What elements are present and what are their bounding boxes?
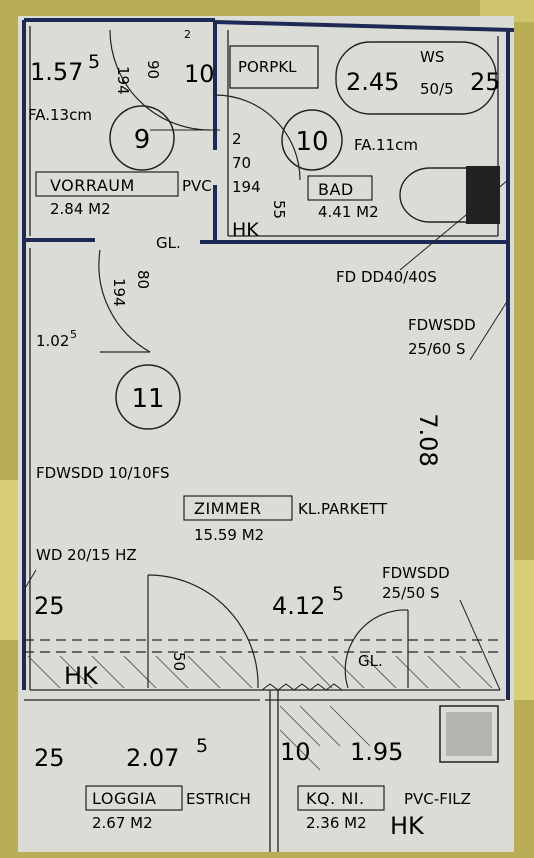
dim-70: 70 bbox=[232, 154, 251, 172]
fdwsdd-left: FDWSDD 10/10FS bbox=[36, 464, 170, 482]
dim-102: 1.02 bbox=[36, 332, 69, 350]
loggia-label-box bbox=[85, 785, 183, 811]
fdwsdd-lower-1: FDWSDD bbox=[382, 564, 450, 582]
loggia-area: 2.67 M2 bbox=[92, 814, 153, 832]
room-circle-10 bbox=[281, 109, 343, 171]
shaft-box bbox=[439, 705, 499, 763]
toilet bbox=[399, 167, 469, 223]
dim-25-loggia: 25 bbox=[34, 744, 65, 772]
fdwsdd-lower-2: 25/50 S bbox=[382, 584, 440, 602]
dim-10-loggia: 10 bbox=[280, 738, 311, 766]
kq-name: KQ. NI. bbox=[306, 789, 365, 808]
ws-label: WS bbox=[420, 48, 444, 66]
dim-195: 1.95 bbox=[350, 738, 403, 766]
vorraum-fa: FA.13cm bbox=[28, 106, 92, 124]
vorraum-area: 2.84 M2 bbox=[50, 200, 111, 218]
dim-90: 90 bbox=[144, 60, 162, 79]
loggia-hatch bbox=[27, 655, 493, 771]
door-arcs bbox=[98, 29, 409, 689]
plan-paper bbox=[18, 16, 514, 852]
zimmer-area: 15.59 M2 bbox=[194, 526, 264, 544]
loggia-name: LOGGIA bbox=[92, 789, 156, 808]
bad-label-box bbox=[307, 175, 373, 201]
toilet-tank bbox=[466, 166, 500, 224]
gl-top: GL. bbox=[156, 234, 181, 252]
room-number-9: 9 bbox=[134, 125, 151, 155]
room-circle-9 bbox=[109, 105, 175, 171]
dim-2-top: 2 bbox=[184, 28, 191, 41]
dim-25-left: 25 bbox=[34, 592, 65, 620]
margin-highlight-left bbox=[0, 480, 22, 640]
dim-height-708: 7.08 bbox=[414, 413, 442, 466]
dim-194-b: 194 bbox=[232, 178, 261, 196]
wd-label: WD 20/15 HZ bbox=[36, 546, 137, 564]
zimmer-label-box bbox=[183, 495, 293, 521]
zimmer-name: ZIMMER bbox=[194, 499, 262, 518]
dim-50: 50 bbox=[170, 652, 188, 671]
leader-lines bbox=[23, 129, 509, 691]
fdwsdd-right-2: 25/60 S bbox=[408, 340, 466, 358]
dim-194-c: 194 bbox=[110, 278, 128, 307]
dim-207-sup: 5 bbox=[196, 735, 208, 757]
kq-area: 2.36 M2 bbox=[306, 814, 367, 832]
hk-bottom: HK bbox=[390, 812, 425, 840]
vorraum-label-box bbox=[35, 171, 179, 197]
dim-bad-width: 2.45 bbox=[346, 68, 399, 96]
dim-412-sup: 5 bbox=[332, 583, 344, 605]
gl-bottom: GL. bbox=[358, 652, 383, 670]
porpkl-label: PORPKL bbox=[238, 58, 297, 76]
interior-lines bbox=[24, 26, 505, 852]
vorraum-name: VORRAUM bbox=[50, 176, 135, 195]
room-number-10: 10 bbox=[295, 127, 328, 157]
bad-fa: FA.11cm bbox=[354, 136, 418, 154]
shaft-fill bbox=[446, 712, 492, 756]
bad-name: BAD bbox=[318, 180, 354, 199]
vorraum-floor: PVC bbox=[182, 177, 212, 195]
room-circle-11 bbox=[115, 364, 181, 430]
porpkl-box bbox=[229, 45, 319, 89]
dim-10-top: 10 bbox=[184, 60, 215, 88]
fd-dd: FD DD40/40S bbox=[336, 268, 437, 286]
dim-207: 2.07 bbox=[126, 744, 179, 772]
fdwsdd-right-1: FDWSDD bbox=[408, 316, 476, 334]
dim-102-sup: 5 bbox=[70, 328, 77, 341]
dim-vorraum-width-sup: 5 bbox=[88, 51, 100, 73]
exterior-walls bbox=[22, 18, 515, 700]
kq-floor: PVC-FILZ bbox=[404, 790, 471, 808]
bad-area: 4.41 M2 bbox=[318, 203, 379, 221]
zigzag-border bbox=[261, 683, 343, 691]
dim-55: 55 bbox=[270, 200, 288, 219]
dim-194-a: 194 bbox=[114, 66, 132, 95]
dim-80: 80 bbox=[134, 270, 152, 289]
dim-vorraum-width: 1.57 bbox=[30, 58, 83, 86]
loggia-floor: ESTRICH bbox=[186, 790, 251, 808]
dim-2-mid: 2 bbox=[232, 130, 242, 148]
bathtub bbox=[335, 41, 497, 115]
zimmer-floor: KL.PARKETT bbox=[298, 500, 388, 518]
hk-mid: HK bbox=[64, 662, 99, 690]
dim-412: 4.12 bbox=[272, 592, 325, 620]
kq-label-box bbox=[297, 785, 385, 811]
ws-size: 50/5 bbox=[420, 80, 454, 98]
room-number-11: 11 bbox=[131, 384, 164, 414]
hk-top: HK bbox=[232, 219, 259, 241]
dim-25-bad: 25 bbox=[470, 68, 501, 96]
